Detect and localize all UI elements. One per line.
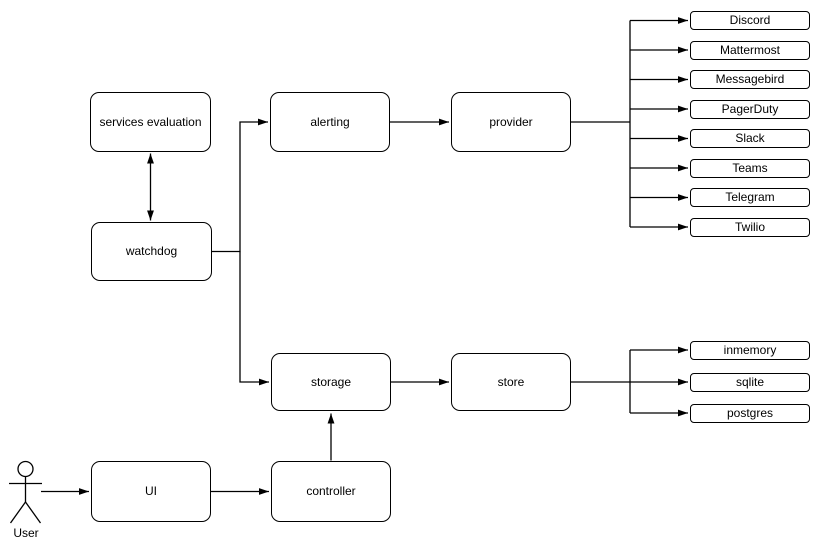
edge-watchdog-storage <box>239 251 270 386</box>
node-alerting-label: alerting <box>310 114 350 129</box>
node-provider: provider <box>451 92 571 152</box>
node-watchdog: watchdog <box>91 222 212 281</box>
node-services-evaluation-label: services evaluation <box>99 114 202 129</box>
user-actor-icon <box>9 460 42 524</box>
node-pagerduty: PagerDuty <box>690 99 810 119</box>
node-telegram: Telegram <box>690 188 810 207</box>
node-storage-label: storage <box>310 374 352 389</box>
node-store-label: store <box>497 374 525 389</box>
node-store: store <box>451 353 571 411</box>
node-postgres: postgres <box>690 403 810 423</box>
node-ui: UI <box>91 461 211 522</box>
node-sqlite: sqlite <box>690 372 810 392</box>
node-controller-label: controller <box>306 484 356 499</box>
user-label: User <box>13 526 39 540</box>
node-ui-label: UI <box>145 484 157 499</box>
node-controller: controller <box>271 461 391 522</box>
edge-watchdog-alerting <box>212 118 269 253</box>
node-twilio: Twilio <box>690 217 810 237</box>
node-watchdog-label: watchdog <box>125 244 178 259</box>
node-messagebird: Messagebird <box>690 70 810 89</box>
actor-head <box>17 460 34 478</box>
node-discord: Discord <box>690 11 810 30</box>
node-alerting: alerting <box>270 92 390 152</box>
node-services-evaluation: services evaluation <box>90 92 211 152</box>
node-slack: Slack <box>690 129 810 148</box>
actor-right-leg <box>24 501 42 524</box>
node-storage: storage <box>271 353 391 411</box>
actor-left-leg <box>9 501 27 524</box>
node-teams: Teams <box>690 158 810 178</box>
node-provider-label: provider <box>489 114 533 129</box>
node-inmemory: inmemory <box>690 340 810 360</box>
node-mattermost: Mattermost <box>690 40 810 60</box>
